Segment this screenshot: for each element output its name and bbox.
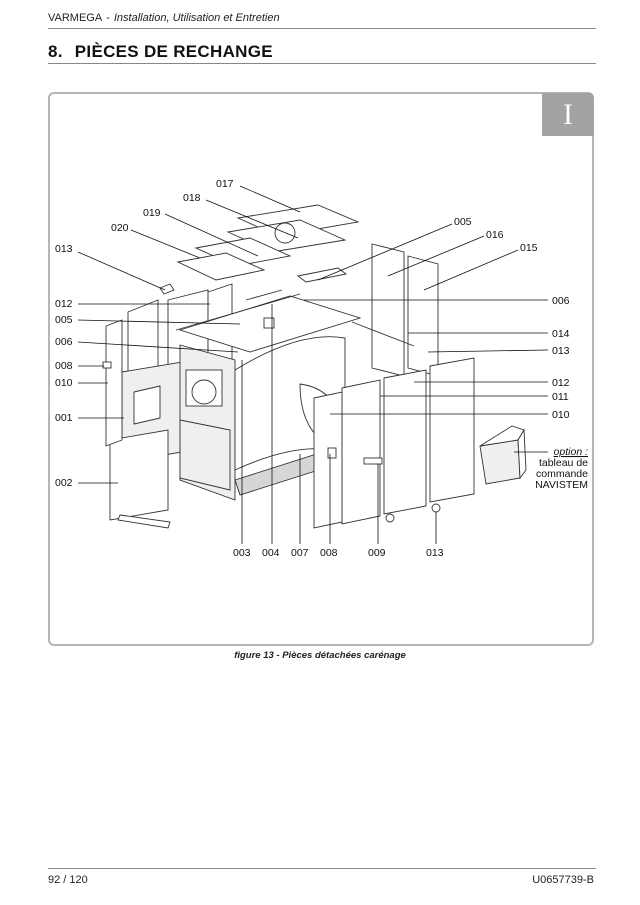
figure-frame xyxy=(48,92,594,646)
label-007: 007 xyxy=(291,547,309,559)
rear-panel-016 xyxy=(371,243,405,377)
label-013-left: 013 xyxy=(55,243,73,255)
label-013-bottom: 013 xyxy=(426,547,444,559)
footer-rule xyxy=(48,868,596,869)
section-title: PIÈCES DE RECHANGE xyxy=(74,42,273,61)
label-015: 015 xyxy=(520,242,538,254)
label-014: 014 xyxy=(552,328,570,340)
option-callout: option : tableau de commande NAVISTEM xyxy=(535,446,588,491)
rod-014 xyxy=(351,321,415,347)
burner-lower xyxy=(179,419,231,491)
roof-panel-020 xyxy=(176,252,266,281)
rail-005 xyxy=(245,289,283,301)
label-008-left: 008 xyxy=(55,360,73,372)
clip-008-right xyxy=(327,447,337,459)
part-labels: 017 018 019 020 013 012 005 006 008 010 … xyxy=(55,178,570,559)
option-line-3: NAVISTEM xyxy=(535,479,588,491)
rear-panel-015 xyxy=(407,255,439,377)
label-002: 002 xyxy=(55,477,73,489)
label-011: 011 xyxy=(552,391,569,403)
label-016: 016 xyxy=(486,229,504,241)
roof-panels xyxy=(159,204,360,295)
right-front-panel xyxy=(429,357,475,503)
control-box-front xyxy=(479,439,521,485)
section-heading: 8. PIÈCES DE RECHANGE xyxy=(48,42,273,62)
clip-008 xyxy=(102,361,112,369)
right-side-panel-011 xyxy=(341,379,381,525)
label-012-right: 012 xyxy=(552,377,570,389)
door-010 xyxy=(313,391,343,529)
small-bracket-013 xyxy=(159,283,175,295)
label-001: 001 xyxy=(55,412,73,424)
option-line-2: commande xyxy=(536,468,588,480)
label-006-right: 006 xyxy=(552,295,570,307)
label-018: 018 xyxy=(183,192,201,204)
section-rule xyxy=(48,63,596,64)
burner-port xyxy=(191,379,217,405)
side-panel-010 xyxy=(105,319,123,447)
label-003: 003 xyxy=(233,547,251,559)
screw-009 xyxy=(385,513,395,523)
label-005-right: 005 xyxy=(454,216,472,228)
option-title: option : xyxy=(554,446,589,458)
base-rail xyxy=(117,514,171,529)
control-box-side xyxy=(517,428,527,480)
label-006-left: 006 xyxy=(55,336,73,348)
label-020: 020 xyxy=(111,222,129,234)
label-019: 019 xyxy=(143,207,161,219)
option-control-box xyxy=(479,425,527,485)
label-005-left: 005 xyxy=(55,314,73,326)
right-panels xyxy=(313,243,475,529)
top-bracket-005 xyxy=(296,267,348,283)
exploded-diagram: 017 018 019 020 013 012 005 006 008 010 … xyxy=(55,178,588,559)
lower-panel-002 xyxy=(109,429,169,521)
front-panel-cut xyxy=(133,385,161,425)
label-012-left: 012 xyxy=(55,298,73,310)
figure-caption: figure 13 - Pièces détachées carénage xyxy=(234,650,406,661)
leader-lines xyxy=(77,185,549,544)
label-013-right: 013 xyxy=(552,345,570,357)
bracket-009 xyxy=(363,457,383,465)
rail-006 xyxy=(175,293,301,331)
label-008-bottom: 008 xyxy=(320,547,338,559)
label-004: 004 xyxy=(262,547,280,559)
header-brand: VARMEGA xyxy=(48,12,103,24)
document-reference: U0657739-B xyxy=(532,874,594,886)
screw-013 xyxy=(431,503,441,513)
label-009: 009 xyxy=(368,547,386,559)
right-side-panel-012 xyxy=(383,369,427,515)
header-rule xyxy=(48,28,596,29)
chimney-stub xyxy=(263,317,275,329)
running-header: VARMEGA-Installation, Utilisation et Ent… xyxy=(48,12,596,24)
section-number: 8. xyxy=(48,42,63,61)
label-017: 017 xyxy=(216,178,234,190)
label-010-left: 010 xyxy=(55,377,73,389)
label-010-right: 010 xyxy=(552,409,570,421)
option-line-1: tableau de xyxy=(539,457,588,469)
page-number: 92 / 120 xyxy=(48,874,88,886)
chapter-tab: I xyxy=(542,93,594,136)
header-separator: - xyxy=(106,12,110,24)
header-subtitle: Installation, Utilisation et Entretien xyxy=(113,12,280,24)
